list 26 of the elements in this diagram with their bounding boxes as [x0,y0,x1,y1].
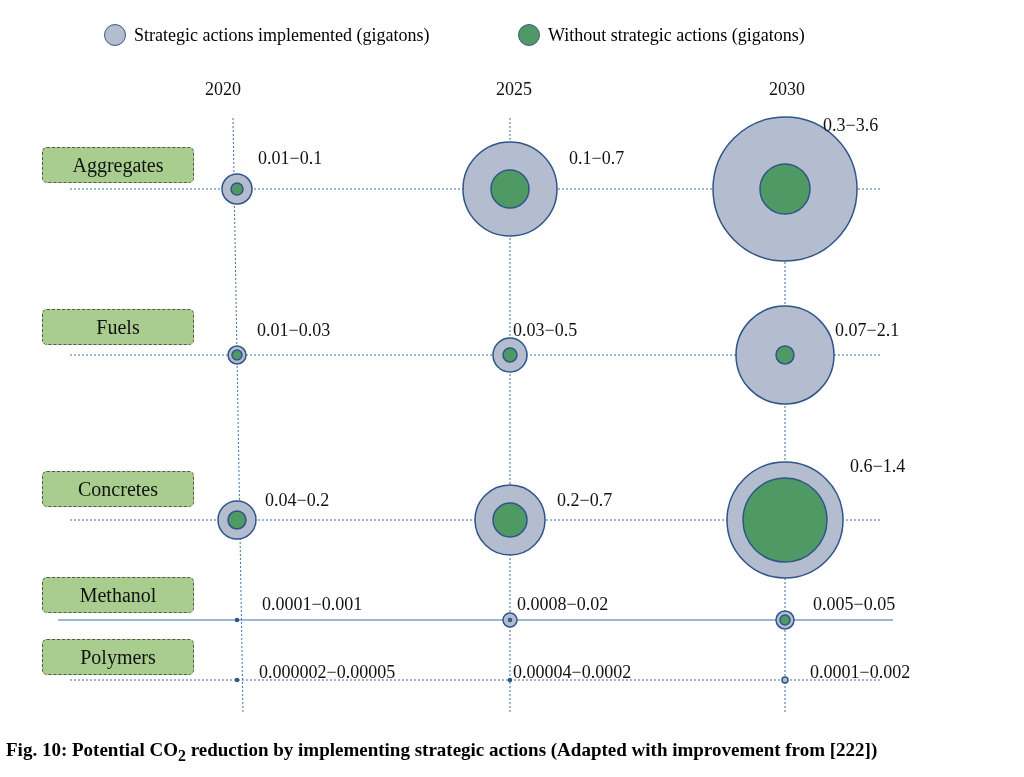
range-label: 0.000002−0.00005 [259,662,396,683]
range-label: 0.0001−0.001 [262,594,363,615]
range-label: 0.07−2.1 [835,320,900,341]
figure-caption: Fig. 10: Potential CO$_{2}$ reduction by implementing strategic actions (Adapted with improvement from [222]) [6,739,878,765]
year-label: 2020 [205,79,241,100]
range-label: 0.01−0.1 [258,148,323,169]
category-box: Fuels [42,309,194,345]
range-label: 0.1−0.7 [569,148,625,169]
category-box: Methanol [42,577,194,613]
legend-label: Strategic actions implemented (gigatons) [134,24,430,46]
category-box: Concretes [42,471,194,507]
range-label: 0.0008−0.02 [517,594,609,615]
year-label: 2030 [769,79,805,100]
category-box: Aggregates [42,147,194,183]
range-label: 0.00004−0.0002 [513,662,632,683]
range-label: 0.0001−0.002 [810,662,911,683]
range-label: 0.2−0.7 [557,490,613,511]
category-box: Polymers [42,639,194,675]
year-label: 2025 [496,79,532,100]
range-label: 0.6−1.4 [850,456,906,477]
range-label: 0.005−0.05 [813,594,896,615]
range-label: 0.03−0.5 [513,320,578,341]
range-label: 0.01−0.03 [257,320,331,341]
range-label: 0.3−3.6 [823,115,879,136]
range-label: 0.04−0.2 [265,490,330,511]
legend-label: Without strategic actions (gigatons) [548,24,805,46]
